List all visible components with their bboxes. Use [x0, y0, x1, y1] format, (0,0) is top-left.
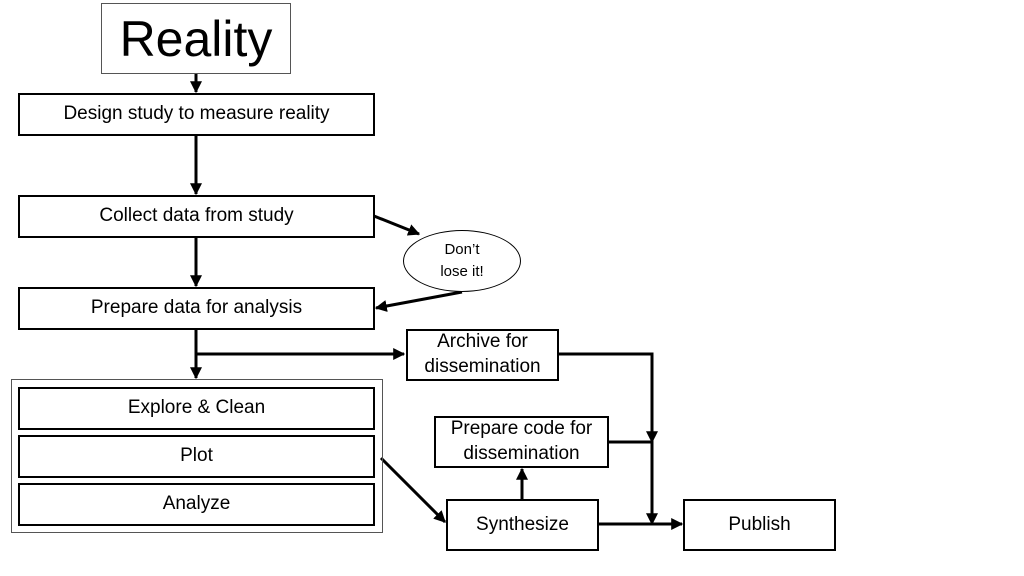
reality-title-text: Reality	[119, 10, 273, 67]
arrow-collect-to-note	[373, 214, 421, 236]
plot-box: Plot	[18, 435, 375, 478]
arrow-archive-down	[558, 352, 658, 444]
arrow-note-to-prepare	[374, 290, 463, 312]
publish-box: Publish	[683, 499, 836, 551]
reality-title: Reality	[101, 3, 291, 74]
explore-plot-analyze-group	[11, 379, 383, 533]
analyze-label: Analyze	[162, 493, 231, 515]
prepare-data-label: Prepare data for analysis	[90, 297, 303, 319]
prepare-data-box: Prepare data for analysis	[18, 287, 375, 330]
prepare-code-box: Prepare code for dissemination	[434, 416, 609, 468]
publish-label: Publish	[728, 513, 791, 535]
dont-lose-it-note: Don’t lose it!	[403, 230, 521, 292]
synthesize-label: Synthesize	[476, 513, 569, 535]
explore-clean-label: Explore & Clean	[127, 397, 266, 419]
collect-data-box: Collect data from study	[18, 195, 375, 238]
explore-clean-box: Explore & Clean	[18, 387, 375, 430]
design-study-box: Design study to measure reality	[18, 93, 375, 136]
arrow-code-down	[609, 440, 658, 526]
archive-box: Archive for dissemination	[406, 329, 559, 381]
arrow-group-to-synthesize	[379, 456, 447, 524]
plot-label: Plot	[180, 445, 213, 467]
dont-lose-it-label: Don’t lose it!	[440, 241, 484, 280]
analyze-box: Analyze	[18, 483, 375, 526]
collect-data-label: Collect data from study	[99, 205, 294, 227]
prepare-code-label: Prepare code for dissemination	[450, 418, 593, 464]
design-study-label: Design study to measure reality	[63, 103, 330, 125]
archive-label: Archive for dissemination	[424, 331, 541, 377]
synthesize-box: Synthesize	[446, 499, 599, 551]
